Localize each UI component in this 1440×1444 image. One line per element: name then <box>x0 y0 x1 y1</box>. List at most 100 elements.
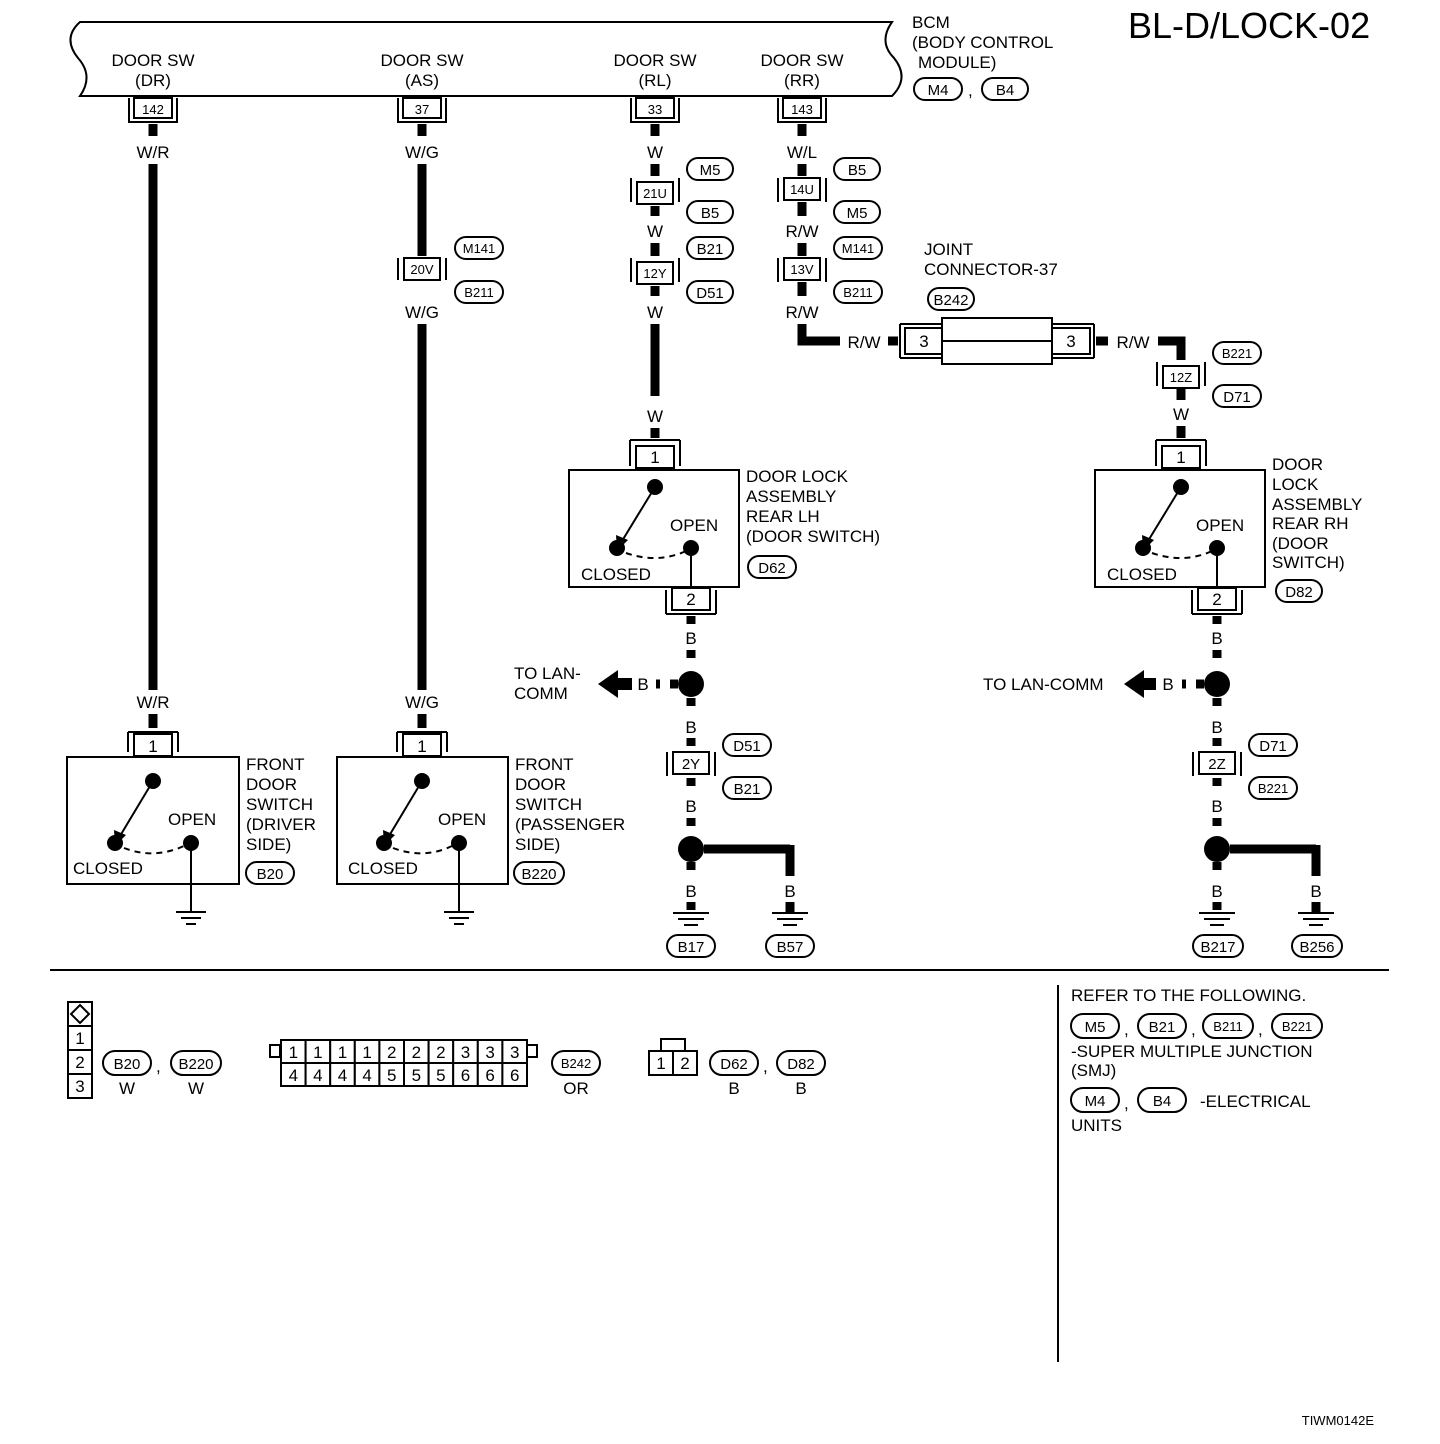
bcm-pin-name: (RR) <box>784 71 820 90</box>
svg-text:B4: B4 <box>1153 1093 1171 1110</box>
svg-text:M141: M141 <box>463 241 496 256</box>
arrow-left-icon <box>598 670 632 698</box>
bcm-pin-rr: DOOR SW (RR) <box>760 51 843 90</box>
svg-text:D71: D71 <box>1259 738 1287 755</box>
connector-pin-number: 1 <box>313 1043 322 1062</box>
connector-ref-pill <box>913 77 963 101</box>
connector-pin-number: 5 <box>387 1066 396 1085</box>
connector-pin-number: 4 <box>338 1066 347 1085</box>
svg-text:B5: B5 <box>701 205 719 222</box>
svg-text:M5: M5 <box>700 162 721 179</box>
svg-text:SIDE): SIDE) <box>246 835 291 854</box>
switch-closed-label: CLOSED <box>581 565 651 584</box>
bcm-pin-name: (AS) <box>405 71 439 90</box>
svg-text:B: B <box>728 1079 739 1098</box>
bcm-pin-name: DOOR SW <box>760 51 843 70</box>
bcm-pin-name: DOOR SW <box>613 51 696 70</box>
connector-ref-pill <box>981 77 1029 101</box>
connector-pin-number: 5 <box>412 1066 421 1085</box>
wire-color: W/R <box>136 143 169 162</box>
pin-number: 1 <box>650 448 659 467</box>
connector-pin-number: 1 <box>338 1043 347 1062</box>
svg-text:(DOOR SWITCH): (DOOR SWITCH) <box>746 527 880 546</box>
svg-text:B242: B242 <box>561 1056 591 1071</box>
svg-text:1: 1 <box>656 1054 665 1073</box>
svg-text:B221: B221 <box>1222 346 1252 361</box>
svg-text:CONNECTOR-37: CONNECTOR-37 <box>924 260 1058 279</box>
connector-pin-number: 3 <box>461 1043 470 1062</box>
inline-connector-20v: 20V M141 B211 <box>397 236 504 304</box>
wire-color: W <box>647 143 663 162</box>
wire-segment <box>797 324 840 346</box>
pin-number: 2 <box>686 590 695 609</box>
separator: , <box>968 81 973 100</box>
connector-pin-number: 4 <box>313 1066 322 1085</box>
svg-text:D82: D82 <box>787 1056 815 1073</box>
svg-text:SWITCH: SWITCH <box>246 795 313 814</box>
wire-color: W/G <box>405 143 439 162</box>
svg-text:14U: 14U <box>790 182 814 197</box>
switch-open-label: OPEN <box>438 810 486 829</box>
wire-color: R/W <box>785 222 818 241</box>
svg-text:B21: B21 <box>734 781 761 798</box>
wire-color: R/W <box>785 303 818 322</box>
pin-number: 1 <box>1176 448 1185 467</box>
bcm-pin-as: DOOR SW (AS) <box>380 51 463 90</box>
svg-text:SIDE): SIDE) <box>515 835 560 854</box>
connector-pin-number: 3 <box>485 1043 494 1062</box>
wire-color: B <box>1211 797 1222 816</box>
page-title: BL-D/LOCK-02 <box>1128 5 1370 46</box>
svg-text:B211: B211 <box>464 285 493 300</box>
svg-text:12Z: 12Z <box>1170 370 1192 385</box>
wire-color: B <box>685 629 696 648</box>
ground-ref-pill <box>765 934 815 958</box>
splice-point <box>1204 836 1230 862</box>
refer-section: REFER TO THE FOLLOWING. M5 , B21 , B211 … <box>1070 986 1323 1135</box>
inline-connector-2z: 2Z D71 B221 <box>1192 733 1298 800</box>
svg-text:37: 37 <box>415 102 429 117</box>
wire-color: W <box>647 303 663 322</box>
ground-icon <box>772 912 808 926</box>
splice-point <box>678 671 704 697</box>
svg-text:,: , <box>1124 1094 1129 1113</box>
svg-text:,: , <box>156 1057 161 1076</box>
bcm-pin-box: 37 <box>397 97 447 123</box>
bcm-connector-b4: B4 <box>996 82 1014 99</box>
switch-open-label: OPEN <box>168 810 216 829</box>
svg-text:REAR RH: REAR RH <box>1272 514 1349 533</box>
svg-text:B20: B20 <box>114 1056 141 1073</box>
wire-color: B <box>685 797 696 816</box>
inline-connector-14u: 14U B5 M5 <box>777 157 881 224</box>
svg-text:B5: B5 <box>848 162 866 179</box>
refer-heading: REFER TO THE FOLLOWING. <box>1071 986 1306 1005</box>
svg-text:W: W <box>119 1079 135 1098</box>
svg-text:M5: M5 <box>1085 1019 1106 1036</box>
svg-text:FRONT: FRONT <box>515 755 574 774</box>
wire-color: B <box>685 718 696 737</box>
bcm-label: BCM <box>912 13 950 32</box>
svg-text:M5: M5 <box>847 205 868 222</box>
wire-color: R/W <box>1116 333 1149 352</box>
svg-text:1: 1 <box>75 1029 84 1048</box>
bcm-pin-box: 142 <box>128 97 178 123</box>
svg-text:B220: B220 <box>178 1056 213 1073</box>
svg-text:-ELECTRICAL: -ELECTRICAL <box>1200 1092 1311 1111</box>
wire-color: W/R <box>136 693 169 712</box>
wire-color: W <box>1173 405 1189 424</box>
svg-text:ASSEMBLY: ASSEMBLY <box>746 487 836 506</box>
svg-text:REAR LH: REAR LH <box>746 507 820 526</box>
wire-color: B <box>1211 718 1222 737</box>
legend-connector-d62-d82: 1 2 D62 , D82 B B <box>648 1038 826 1098</box>
wire-color: W/L <box>787 143 817 162</box>
wire-color: B <box>784 882 795 901</box>
connector-ref: D62 <box>758 560 786 577</box>
svg-text:B21: B21 <box>1149 1019 1176 1036</box>
connector-ref: B20 <box>257 866 284 883</box>
pin-number: 3 <box>1066 332 1075 351</box>
switch-closed-label: CLOSED <box>1107 565 1177 584</box>
connector-pin-number: 6 <box>510 1066 519 1085</box>
pin-number: 3 <box>919 332 928 351</box>
svg-text:D51: D51 <box>733 738 761 755</box>
connector-ref: B220 <box>521 866 556 883</box>
